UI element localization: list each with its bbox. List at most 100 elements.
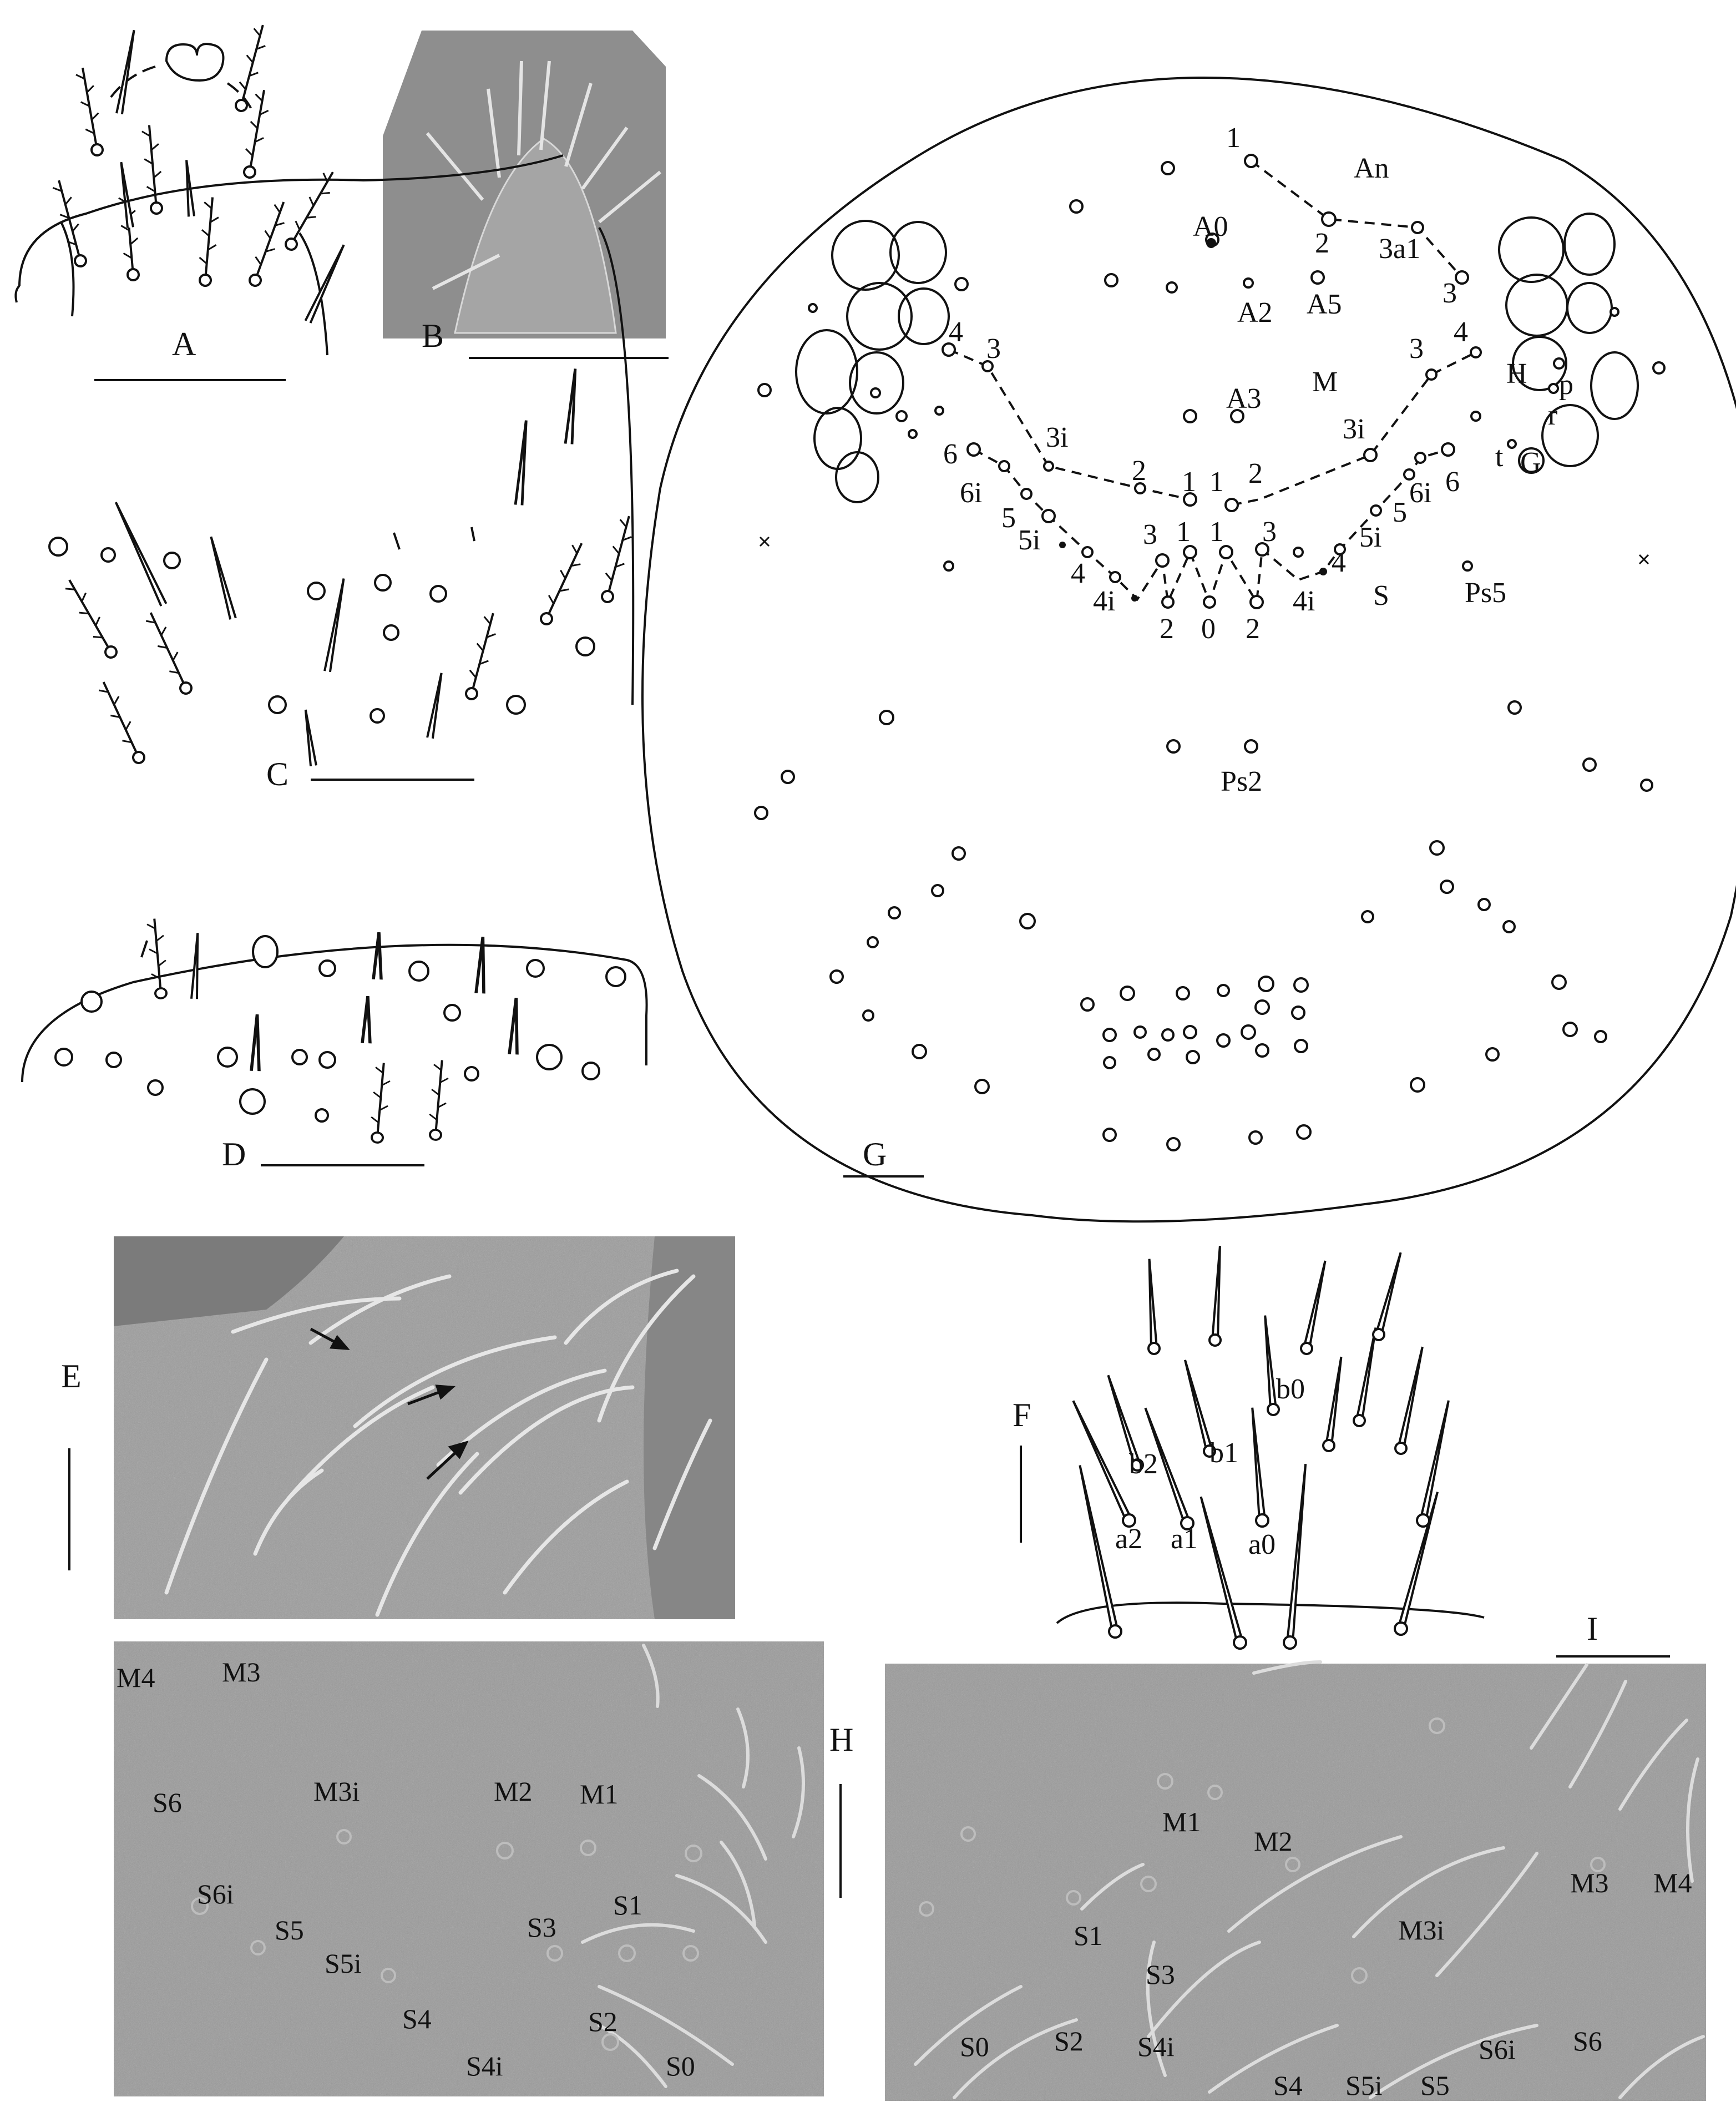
h-m2: M2 <box>494 1776 532 1807</box>
panel-i-label: I <box>1587 1610 1598 1647</box>
s-right-1: 1 <box>1209 516 1224 548</box>
s-right-3: 3 <box>1262 516 1277 548</box>
seta-b1: b1 <box>1209 1437 1238 1469</box>
i-s6i: S6i <box>1479 2034 1516 2065</box>
s-right-5: 5 <box>1393 497 1407 528</box>
an-2: 2 <box>1315 228 1329 259</box>
h-m3: M3 <box>222 1656 260 1687</box>
left-eye-patch <box>795 220 950 503</box>
s-right-6: 6 <box>1445 466 1460 498</box>
s-left-4: 4 <box>1071 558 1085 589</box>
h-s3: S3 <box>527 1912 556 1943</box>
seta-a0: A0 <box>1193 211 1228 242</box>
panel-b: B <box>383 31 669 359</box>
m-right-4: 4 <box>1454 316 1468 348</box>
panel-c: C <box>14 154 638 792</box>
s-bottom-2-left: 2 <box>1160 613 1174 645</box>
h-s5: S5 <box>275 1914 304 1946</box>
seta-b0: b0 <box>1276 1373 1305 1405</box>
m-left-3i: 3i <box>1046 422 1068 453</box>
seta-a3: A3 <box>1226 383 1262 415</box>
an-3a1: 3a1 <box>1379 233 1420 265</box>
m-right-3i: 3i <box>1343 413 1365 445</box>
region-ps5: Ps5 <box>1465 577 1506 609</box>
i-m4: M4 <box>1653 1867 1692 1898</box>
i-m1: M1 <box>1162 1806 1201 1837</box>
h-m1: M1 <box>580 1778 618 1810</box>
i-s2: S2 <box>1054 2025 1084 2056</box>
s-left-3: 3 <box>1143 519 1157 550</box>
i-m2: M2 <box>1254 1826 1292 1857</box>
panel-d-label: D <box>222 1136 246 1173</box>
i-s5i: S5i <box>1345 2070 1383 2101</box>
i-s6: S6 <box>1573 2025 1602 2056</box>
i-m3i: M3i <box>1398 1914 1444 1946</box>
i-s1: S1 <box>1074 1920 1103 1951</box>
eye-h: H <box>1506 358 1527 390</box>
region-ps2: Ps2 <box>1221 766 1262 797</box>
h-s6: S6 <box>153 1787 182 1818</box>
s-right-5i: 5i <box>1359 522 1381 553</box>
panel-i: M1 M2 M3 M4 S1 M3i S3 S0 S2 S4i S4 S5i S… <box>885 1610 1706 2101</box>
region-s: S <box>1373 580 1389 612</box>
panel-g: An M S Ps5 Ps2 A0 A2 A5 A3 H p r t G 1 2… <box>641 77 1736 1223</box>
seta-a5: A5 <box>1307 289 1342 320</box>
m-right-2: 2 <box>1248 458 1263 489</box>
seta-a2: A2 <box>1237 297 1273 329</box>
s-bottom-2-right: 2 <box>1246 613 1260 645</box>
panel-h: M4 M3 S6 M3i M2 M1 S6i S5 S5i S3 S1 S4 S… <box>114 1641 853 2096</box>
s-left-5i: 5i <box>1018 524 1040 556</box>
seta-b2: b2 <box>1129 1448 1158 1480</box>
m-left-1: 1 <box>1182 466 1196 498</box>
region-an: An <box>1354 153 1389 184</box>
i-s3: S3 <box>1146 1959 1175 1990</box>
panel-g-label: G <box>863 1136 887 1173</box>
s-bottom-0: 0 <box>1201 613 1216 645</box>
eye-t: t <box>1495 441 1504 473</box>
panel-f-label: F <box>1013 1397 1031 1433</box>
seta-a2: a2 <box>1115 1523 1142 1555</box>
s-right-4: 4 <box>1332 547 1346 578</box>
h-s1: S1 <box>613 1889 642 1921</box>
i-s4: S4 <box>1273 2070 1303 2101</box>
i-m3: M3 <box>1570 1867 1608 1898</box>
i-s4i: S4i <box>1137 2031 1175 2062</box>
h-m4: M4 <box>117 1662 155 1693</box>
s-left-6i: 6i <box>960 477 982 509</box>
h-s5i: S5i <box>325 1948 362 1979</box>
s-left-4i: 4i <box>1093 585 1115 617</box>
seta-a1: a1 <box>1171 1523 1198 1555</box>
panel-a: A <box>50 22 348 381</box>
i-s0: S0 <box>960 2031 989 2062</box>
h-m3i: M3i <box>313 1776 360 1807</box>
an-1: 1 <box>1226 122 1241 154</box>
s-right-4i: 4i <box>1293 585 1315 617</box>
seta-a0: a0 <box>1248 1529 1276 1560</box>
s-right-6i: 6i <box>1409 477 1431 509</box>
region-m: M <box>1312 366 1338 398</box>
eye-g: G <box>1520 447 1541 478</box>
eye-r: r <box>1548 400 1557 431</box>
s-left-1: 1 <box>1176 516 1191 548</box>
h-s4: S4 <box>402 2003 432 2034</box>
h-s4i: S4i <box>466 2050 503 2081</box>
an-3: 3 <box>1443 277 1457 309</box>
panel-a-label: A <box>172 326 196 362</box>
panel-d: D <box>21 917 648 1173</box>
panel-h-label: H <box>829 1721 853 1758</box>
h-s0: S0 <box>666 2050 695 2081</box>
eye-p: p <box>1559 369 1573 401</box>
right-eye-patch <box>1498 213 1639 474</box>
h-s6i: S6i <box>197 1878 234 1909</box>
panel-e-label: E <box>61 1358 82 1394</box>
m-left-4: 4 <box>949 316 963 348</box>
m-right-3: 3 <box>1409 333 1424 365</box>
m-right-1: 1 <box>1209 466 1224 498</box>
panel-e: E <box>61 1236 735 1619</box>
panel-f: b0 b2 b1 a2 a1 a0 F <box>1013 1246 1485 1650</box>
s-left-6: 6 <box>943 438 958 470</box>
i-s5: S5 <box>1420 2070 1450 2101</box>
m-left-3: 3 <box>986 333 1001 365</box>
